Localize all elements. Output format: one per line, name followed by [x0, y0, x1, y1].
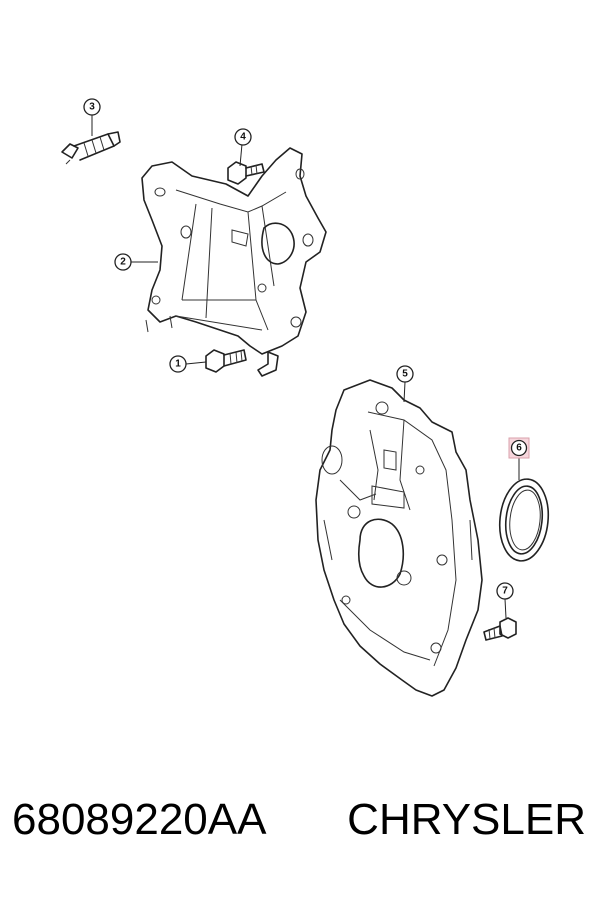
- part-6-seal: [498, 478, 550, 562]
- callout-3: 3: [83, 98, 101, 116]
- callout-7: 7: [496, 582, 514, 600]
- part-number: 68089220AA: [12, 795, 267, 844]
- callout-1: 1: [169, 355, 187, 373]
- part-5-cover: [315, 379, 483, 697]
- parts-diagram: 3 4 2 1 5 6 7: [61, 98, 550, 697]
- svg-text:2: 2: [120, 257, 126, 268]
- svg-text:6: 6: [516, 443, 522, 454]
- part-2-bracket: [141, 147, 327, 377]
- part-3-sensor: [61, 131, 121, 165]
- brand-name: CHRYSLER: [347, 795, 586, 844]
- svg-text:5: 5: [402, 369, 408, 380]
- leader-lines: [91, 114, 520, 619]
- svg-text:1: 1: [175, 359, 181, 370]
- callout-5: 5: [396, 365, 414, 383]
- svg-text:7: 7: [502, 586, 508, 597]
- caption: 68089220AA CHRYSLER: [0, 795, 600, 865]
- part-4-bolt: [227, 161, 265, 185]
- part-1-bolt: [205, 349, 247, 373]
- part-7-bolt: [483, 617, 517, 641]
- callout-6: 6: [508, 437, 530, 459]
- callout-2: 2: [114, 253, 132, 271]
- callout-4: 4: [234, 128, 252, 146]
- svg-text:4: 4: [240, 132, 246, 143]
- svg-text:3: 3: [89, 102, 95, 113]
